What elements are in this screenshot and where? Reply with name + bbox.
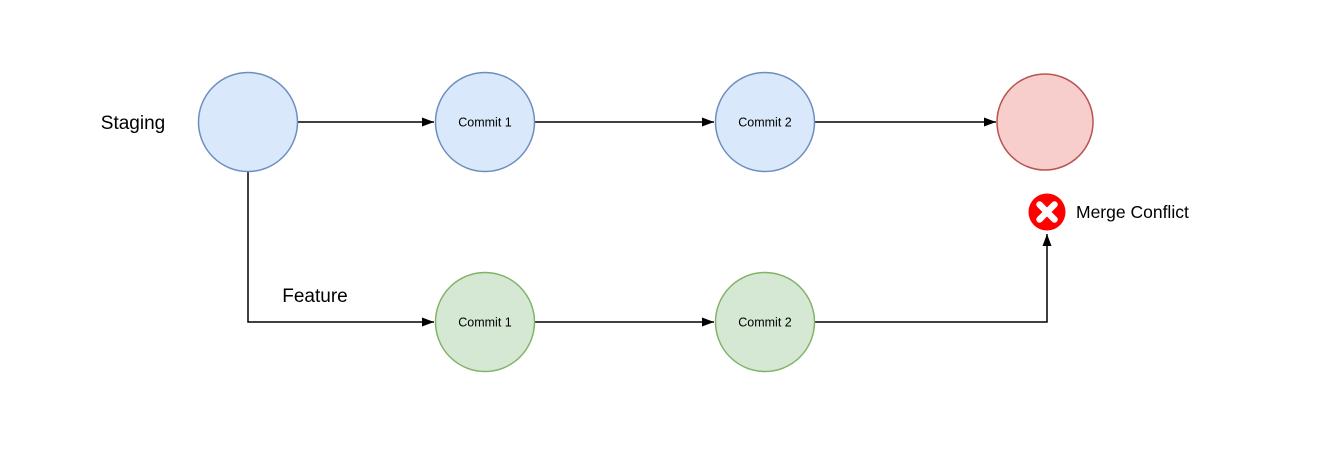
- staging-commit1-label: Commit 1: [458, 116, 512, 130]
- merge-conflict-indicator: Merge Conflict: [1028, 193, 1189, 231]
- edge-root-to-feature-commit1: [247, 172, 434, 327]
- staging-commit1-circle: [434, 71, 536, 173]
- feature-commit2-label: Commit 2: [738, 316, 792, 330]
- node-feature-commit1: Commit 1: [434, 271, 536, 373]
- staging-branch-label: Staging: [101, 113, 165, 134]
- node-merge-target: [996, 73, 1094, 171]
- node-staging-commit1: Commit 1: [434, 71, 536, 173]
- node-staging-commit2: Commit 2: [714, 71, 816, 173]
- edge-feature-commit2-to-merge-conflict: [815, 234, 1052, 323]
- staging-commit2-circle: [714, 71, 816, 173]
- node-staging-root: [197, 71, 299, 173]
- feature-commit2-circle: [714, 271, 816, 373]
- staging-root-circle: [197, 71, 299, 173]
- error-x-icon-cross: [1036, 201, 1058, 223]
- merge-target-circle: [996, 73, 1094, 171]
- staging-commit2-label: Commit 2: [738, 116, 792, 130]
- merge-conflict-label: Merge Conflict: [1076, 202, 1189, 222]
- feature-commit1-circle: [434, 271, 536, 373]
- feature-branch-label: Feature: [282, 286, 347, 307]
- node-feature-commit2: Commit 2: [714, 271, 816, 373]
- feature-commit1-label: Commit 1: [458, 316, 512, 330]
